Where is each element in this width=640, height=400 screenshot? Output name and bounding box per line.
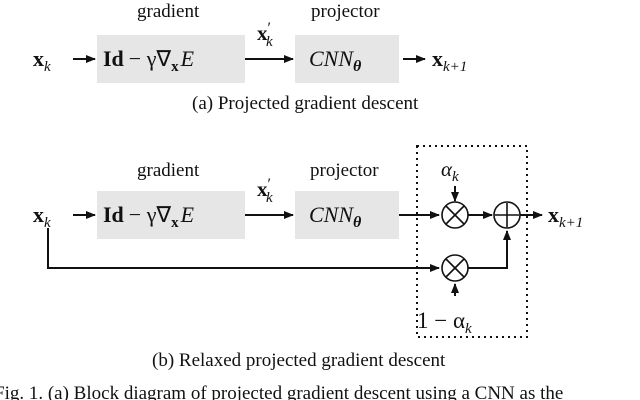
- arrow-bottom-to-add: [468, 230, 511, 269]
- skip-connection: [47, 228, 440, 272]
- projector-block-b: [295, 191, 399, 239]
- gradient-title-a: gradient: [137, 1, 200, 22]
- diagram-b: gradient projector xk Id− γ∇xE x′k CNNθ …: [33, 145, 583, 371]
- input-x-b: xk: [33, 202, 51, 231]
- figure-caption: Fig. 1. (a) Block diagram of projected g…: [0, 383, 563, 400]
- alpha-label: αk: [441, 157, 459, 185]
- one-minus-alpha-label: 1 − αk: [417, 308, 472, 337]
- mid-var-a: x′k: [257, 20, 273, 50]
- gradient-block-text-a: Id− γ∇xE: [103, 46, 195, 75]
- projector-block-text-b: CNNθ: [309, 202, 362, 231]
- relaxation-box: [416, 145, 528, 338]
- gradient-block-b: [97, 191, 245, 239]
- caption-b: (b) Relaxed projected gradient descent: [152, 350, 446, 371]
- multiply-node-top: [441, 201, 469, 229]
- gradient-block-text-b: Id− γ∇xE: [103, 202, 195, 231]
- projector-title-a: projector: [311, 1, 380, 22]
- gradient-title-b: gradient: [137, 160, 200, 181]
- projector-title-b: projector: [310, 160, 379, 181]
- output-x-a: xk+1: [432, 46, 467, 75]
- projector-block-text-a: CNNθ: [309, 46, 362, 75]
- add-node: [493, 201, 521, 229]
- gradient-block-a: [97, 35, 245, 83]
- diagram-a: gradient projector xk Id− γ∇xE x′k CNNθ …: [33, 1, 467, 114]
- mid-var-b: x′k: [257, 176, 273, 206]
- caption-a: (a) Projected gradient descent: [192, 93, 419, 114]
- input-x-a: xk: [33, 46, 51, 75]
- projector-block-a: [295, 35, 399, 83]
- multiply-node-bottom: [441, 254, 469, 282]
- output-x-b: xk+1: [548, 202, 583, 231]
